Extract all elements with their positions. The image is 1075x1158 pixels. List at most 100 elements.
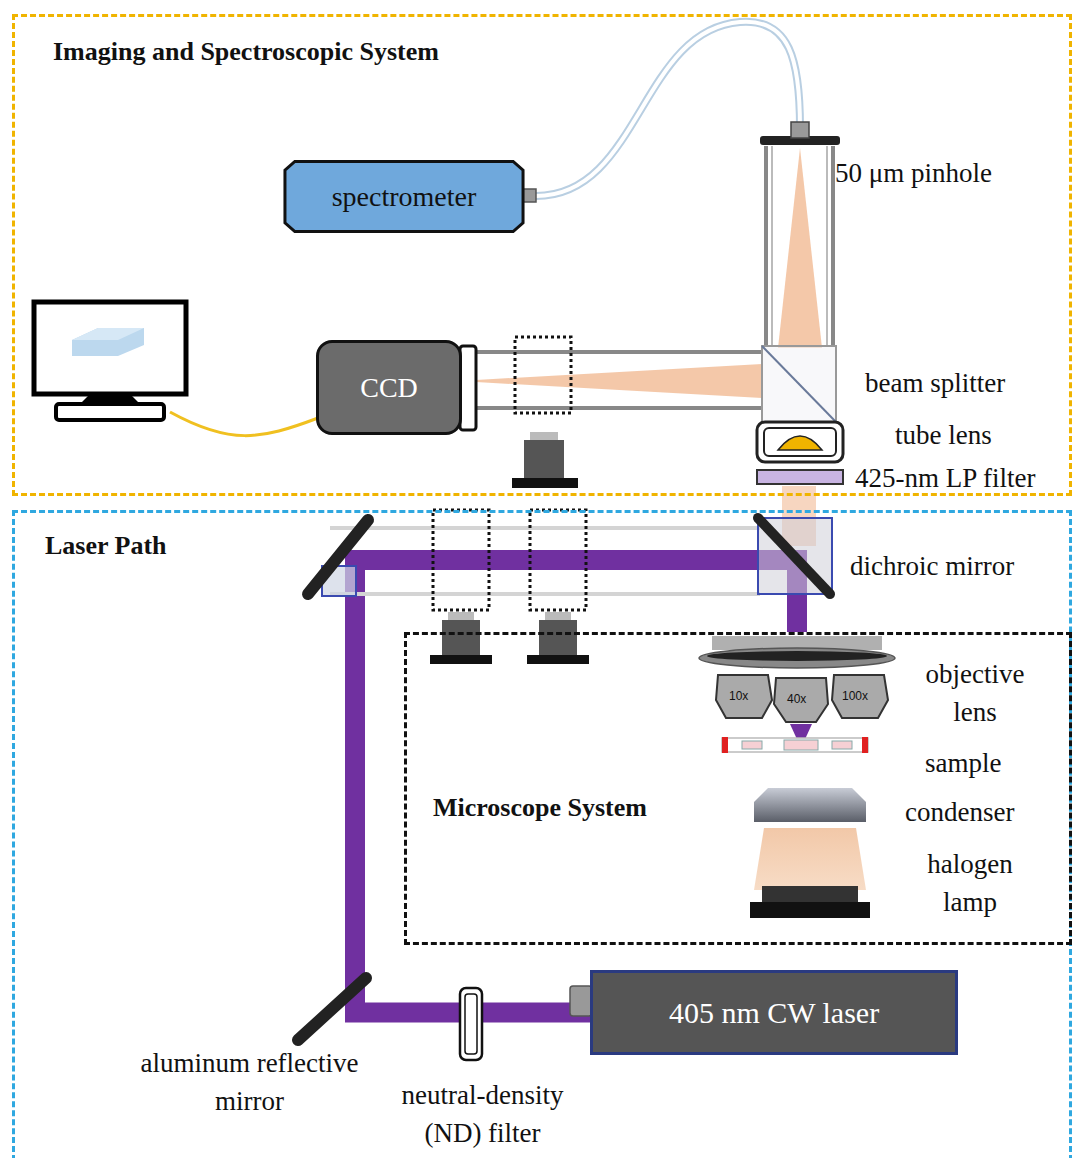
sample-slide-part xyxy=(784,740,818,750)
aluminum-mirror-part xyxy=(298,978,366,1040)
tube-lens-part xyxy=(757,422,843,462)
dichroic-mirror-part xyxy=(758,518,832,594)
laser-filter-holders xyxy=(430,510,589,664)
lp-filter xyxy=(757,470,843,484)
region-heading: Microscope System xyxy=(433,793,647,823)
part-label: neutral-density (ND) filter xyxy=(375,1076,590,1152)
sample-slide xyxy=(722,737,868,753)
imaging-filter-holder-part xyxy=(515,337,571,413)
tube-lens-part xyxy=(764,428,836,456)
dichroic-mirror-part xyxy=(758,518,830,594)
spectrometer-body xyxy=(285,161,523,231)
laser-source: 405 nm CW laser xyxy=(590,970,958,1055)
spectrometer-box: spectrometer xyxy=(280,160,528,233)
condenser xyxy=(754,788,866,890)
part-label: dichroic mirror xyxy=(850,547,1014,585)
imaging-filter-holder-part xyxy=(524,440,564,478)
sample-slide-part xyxy=(832,741,852,749)
region-heading: Laser Path xyxy=(45,531,167,561)
computer-monitor-part xyxy=(72,328,144,340)
objective-turret-part xyxy=(774,678,828,722)
part-label: halogen lamp xyxy=(910,845,1030,921)
laser-rails-part xyxy=(330,592,760,596)
computer-monitor-part xyxy=(56,404,164,420)
signal-beam-part xyxy=(476,364,762,398)
condenser-part xyxy=(754,788,866,822)
laser-beam xyxy=(355,560,797,1013)
laser-filter-holders-part xyxy=(430,655,492,664)
objective-turret xyxy=(699,636,895,748)
laser-filter-holders-part xyxy=(539,620,577,656)
magnification-label: 100x xyxy=(842,689,868,703)
objective-turret-part xyxy=(699,648,895,668)
halogen-lamp-part xyxy=(750,902,870,918)
nd-filter xyxy=(460,988,482,1060)
optical-fiber xyxy=(510,22,800,202)
upper-mirror xyxy=(308,520,368,596)
tube-lens xyxy=(757,422,843,462)
ccd-lens-mount-part xyxy=(460,346,476,430)
laser-filter-holders-part xyxy=(442,620,480,656)
part-label: aluminum reflective mirror xyxy=(112,1044,387,1120)
pinhole-part xyxy=(791,122,809,138)
computer-monitor-part xyxy=(34,302,186,394)
beam-splitter-cube-part xyxy=(762,346,836,422)
part-label: beam splitter xyxy=(865,364,1005,402)
optical-fiber-part xyxy=(510,189,536,202)
part-label: objective lens xyxy=(905,655,1045,731)
objective-turret-part xyxy=(716,675,772,718)
nd-filter-part xyxy=(465,994,477,1054)
sample-slide-part xyxy=(742,741,762,749)
region-heading: Imaging and Spectroscopic System xyxy=(53,37,439,67)
part-label: 50 μm pinhole xyxy=(835,154,992,192)
magnification-label: 40x xyxy=(787,692,806,706)
nd-filter-part xyxy=(460,988,482,1060)
ccd-lens-mount xyxy=(460,346,476,430)
imaging-rails-part xyxy=(764,146,768,345)
magnification-label: 10x xyxy=(729,689,748,703)
imaging-filter-holder xyxy=(512,337,578,488)
laser-rails xyxy=(330,528,760,594)
imaging-rails-part xyxy=(476,350,762,354)
pinhole xyxy=(760,122,840,145)
objective-turret-part xyxy=(707,651,887,661)
objective-turret-part xyxy=(832,675,888,718)
halogen-lamp-part xyxy=(762,886,858,904)
laser-aperture xyxy=(570,986,592,1016)
imaging-rails-part xyxy=(771,146,773,345)
tube-lens-part xyxy=(778,436,822,450)
part-label: 425-nm LP filter xyxy=(855,459,1035,497)
imaging-rails-part xyxy=(831,146,835,345)
ccd-camera: CCD xyxy=(316,340,462,435)
laser-aperture-part xyxy=(570,986,592,1016)
spectrometer-outline xyxy=(280,160,528,233)
laser-filter-holders-part xyxy=(530,510,586,610)
box-label: CCD xyxy=(360,372,418,404)
lp-filter-part xyxy=(757,470,843,484)
condenser-part xyxy=(754,828,866,890)
upper-mirror-part xyxy=(308,520,368,594)
computer-monitor-part xyxy=(72,328,144,356)
part-label: sample xyxy=(925,744,1001,782)
sample-slide-part xyxy=(722,738,868,752)
beam-splitter-cube xyxy=(762,346,836,422)
part-label: condenser xyxy=(905,793,1014,831)
laser-filter-holders-part xyxy=(433,510,489,610)
imaging-rails-part xyxy=(476,406,762,410)
laser-filter-holders-part xyxy=(527,655,589,664)
aluminum-mirror xyxy=(298,978,366,1040)
optical-fiber-part xyxy=(536,22,800,196)
sample-slide-part xyxy=(722,737,728,753)
signal-beam-part xyxy=(778,148,822,348)
dichroic-mirror xyxy=(758,518,832,594)
optical-fiber-part xyxy=(536,22,800,196)
imaging-filter-holder-part xyxy=(512,478,578,488)
computer-monitor xyxy=(34,302,318,436)
imaging-rails-part xyxy=(826,146,828,345)
laser-rails-part xyxy=(330,526,760,530)
box-label: 405 nm CW laser xyxy=(669,996,879,1030)
box-label: spectrometer xyxy=(332,181,477,213)
halogen-lamp xyxy=(750,886,870,918)
part-label: tube lens xyxy=(895,416,992,454)
sample-slide-part xyxy=(862,737,868,753)
